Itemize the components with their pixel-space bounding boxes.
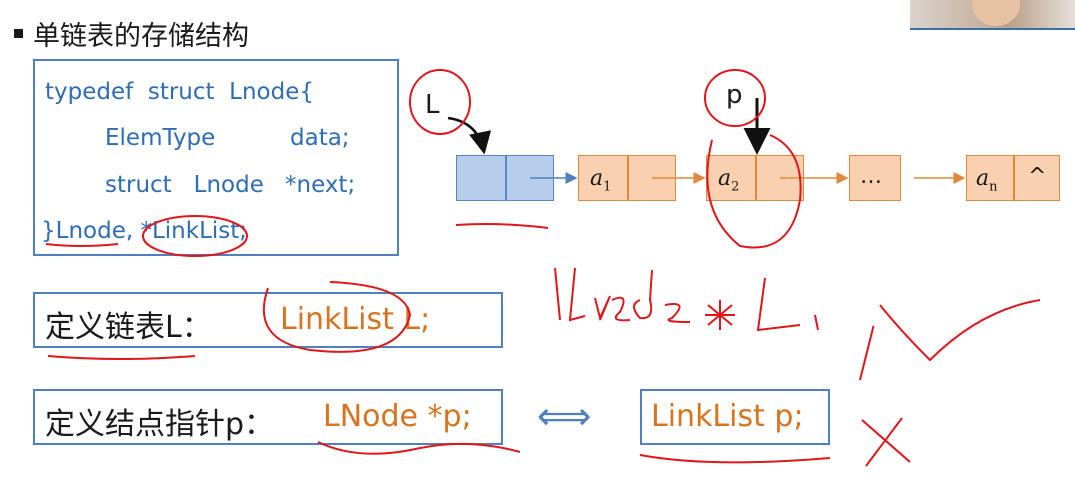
code-line-2-field: data; [290,125,350,151]
head-node-data-cell [456,155,506,201]
code-line-3-type: struct Lnode [105,172,264,198]
alt-pointer-box: LinkList p; [640,389,830,445]
node-ellipsis-cell [849,155,901,201]
define-pointer-box: 定义结点指针p： LNode *p; [33,389,503,445]
red-ink-annotations [45,69,1041,467]
node-a1-label: a1 [590,166,612,195]
head-pointer-arrow [447,116,492,155]
code-line-1: typedef struct Lnode{ [45,79,315,105]
alt-pointer-code: LinkList p; [651,399,804,434]
code-line-3-field: *next; [285,172,356,198]
node-an-next-cell [1014,155,1060,201]
define-pointer-code: LNode *p; [323,399,472,434]
equivalence-arrow-icon: ⟺ [537,394,592,438]
node-a2-data-cell [706,155,756,201]
bullet-icon [14,29,23,38]
define-list-box: 定义链表L： LinkList L; [33,292,503,348]
define-pointer-label: 定义结点指针p： [45,407,275,442]
node-an-data-cell [966,155,1014,201]
node-a1-data-cell [578,155,628,201]
null-pointer-symbol: ^ [1028,164,1047,189]
node-an-label: an [976,166,998,195]
head-pointer-label: L [425,90,440,120]
slide-title: 单链表的存储结构 [14,14,249,53]
webcam-thumbnail [910,0,1075,30]
code-line-4: }Lnode, *LinkList; [41,218,248,244]
annotation-layer [45,69,1041,467]
struct-definition-box: typedef struct Lnode{ ElemType data; str… [33,59,399,256]
define-list-label: 定义链表L： [45,310,212,345]
code-line-2-type: ElemType [105,125,216,151]
node-ellipsis-label: … [860,164,882,189]
node-a2-label: a2 [718,166,740,195]
slide-title-text: 单链表的存储结构 [33,21,249,52]
p-pointer-label: p [726,80,743,110]
